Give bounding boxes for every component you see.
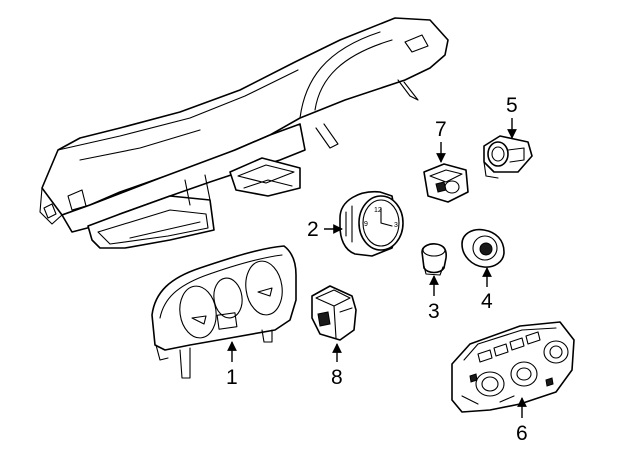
clock: 12 9 3 xyxy=(339,191,404,257)
callout-5: 5 xyxy=(506,94,518,117)
switch-module xyxy=(423,163,469,203)
callout-1: 1 xyxy=(226,366,238,389)
callout-8: 8 xyxy=(331,366,343,389)
instrument-cluster xyxy=(151,245,297,379)
headlamp-switch xyxy=(483,135,533,179)
callout-6: 6 xyxy=(516,422,528,445)
leader-lines xyxy=(227,118,527,418)
clock-three: 3 xyxy=(394,222,398,229)
callout-labels: 1 2 3 4 5 6 7 8 xyxy=(226,94,528,445)
climate-control-panel xyxy=(451,321,575,413)
power-outlet xyxy=(461,228,505,268)
instrument-panel xyxy=(39,17,449,249)
callout-2: 2 xyxy=(307,218,319,241)
clock-nine: 9 xyxy=(364,221,368,228)
callout-7: 7 xyxy=(435,118,447,141)
clock-twelve: 12 xyxy=(374,207,382,214)
callout-4: 4 xyxy=(481,290,493,313)
callout-3: 3 xyxy=(428,300,440,323)
connector-switch xyxy=(311,285,357,341)
control-knob xyxy=(421,243,447,276)
